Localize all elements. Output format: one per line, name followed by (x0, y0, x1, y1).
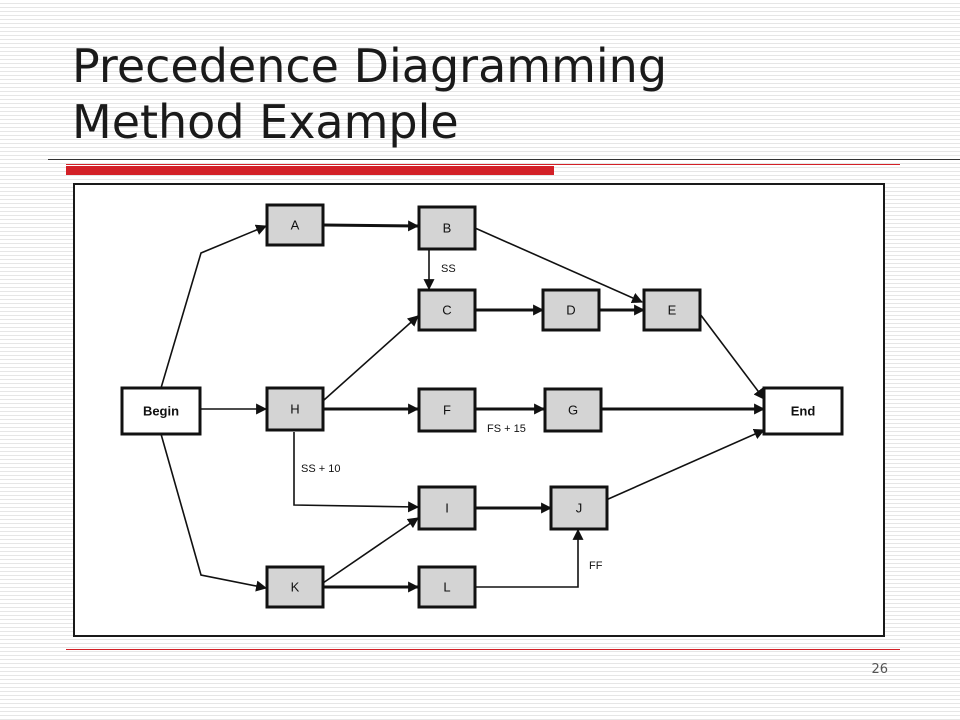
edge-k-i (322, 517, 419, 584)
node-i-label: I (445, 501, 449, 516)
node-h-label: H (290, 402, 299, 417)
node-b-label: B (443, 221, 452, 236)
edge-begin-a (160, 224, 268, 389)
node-c: C (417, 288, 477, 332)
node-j-label: J (576, 501, 583, 516)
node-i: I (417, 485, 477, 531)
node-g-label: G (568, 403, 578, 418)
node-k-label: K (291, 580, 300, 595)
slide-title-line-2: Method Example (72, 95, 459, 149)
node-d-label: D (566, 303, 575, 318)
node-d: D (541, 288, 601, 332)
edge-l-j (475, 528, 584, 588)
page-number: 26 (871, 662, 888, 677)
diagram-nodes: Begin A B C D E H F (120, 203, 844, 609)
edge-b-e (474, 227, 644, 304)
node-f-label: F (443, 403, 451, 418)
node-g: G (543, 387, 603, 433)
node-begin: Begin (120, 386, 202, 436)
edge-label-ss: SS (441, 263, 456, 275)
node-l-label: L (443, 580, 450, 595)
diagram-edge-labels: SS FS + 15 SS + 10 FF (301, 263, 603, 572)
node-c-label: C (442, 303, 451, 318)
slide-title: Precedence Diagramming Method Example (72, 38, 912, 150)
node-b: B (417, 205, 477, 251)
node-end-label: End (791, 404, 816, 419)
edge-label-ss-10: SS + 10 (301, 463, 340, 475)
node-l: L (417, 565, 477, 609)
node-a-label: A (291, 218, 300, 233)
slide-title-line-1: Precedence Diagramming (72, 39, 668, 93)
edge-h-c (323, 315, 419, 401)
edge-label-fs-15: FS + 15 (487, 423, 526, 435)
node-end: End (762, 386, 844, 436)
node-j: J (549, 485, 609, 531)
edge-j-end (605, 428, 766, 501)
node-k: K (265, 565, 325, 609)
edge-label-ff: FF (589, 560, 603, 572)
title-accent-bar (66, 166, 554, 175)
node-a: A (265, 203, 325, 247)
edge-e-end (699, 313, 765, 400)
node-e-label: E (668, 303, 677, 318)
node-f: F (417, 387, 477, 433)
edge-h-i (293, 432, 420, 513)
edge-begin-k (160, 433, 268, 592)
footer-divider (66, 649, 900, 650)
node-e: E (642, 288, 702, 332)
node-h: H (265, 386, 325, 432)
title-divider-gray (48, 159, 960, 160)
node-begin-label: Begin (143, 404, 179, 419)
title-divider-red-thin (66, 164, 900, 165)
diagram-edges (160, 220, 766, 593)
edge-a-b (322, 220, 420, 232)
